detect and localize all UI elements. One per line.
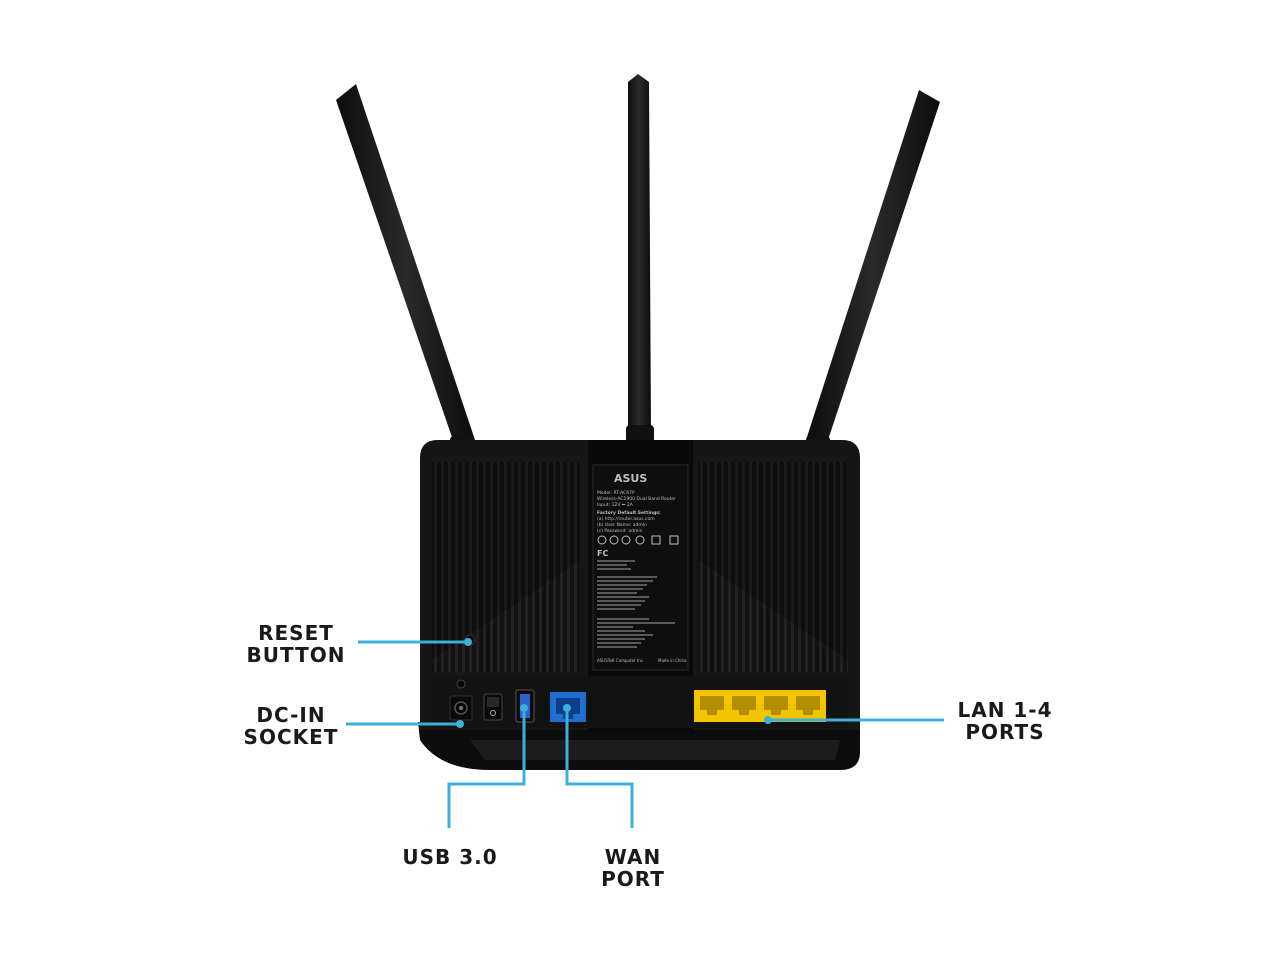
label-dc-in-socket: DC-IN SOCKET [238,704,344,748]
sticker-defaults-title: Factory Default Settings: [597,510,661,516]
sticker-defaults-line: (c) Password: admin [597,528,643,534]
sticker-defaults-line: (b) User Name: admin [597,522,647,528]
label-usb: USB 3.0 [392,846,508,868]
label-usb-line1: USB 3.0 [402,845,498,869]
label-dc-in-line1: DC-IN [256,703,326,727]
sticker-brand: ASUS [614,472,647,485]
sticker-model-line: Input: 12V ⎓ 2A [597,502,634,508]
power-switch[interactable] [483,693,503,721]
label-reset-line2: BUTTON [246,643,346,667]
label-lan-ports: LAN 1-4 PORTS [950,699,1060,743]
sticker-model-line: Wireless-AC1900 Dual Band Router [597,496,676,502]
callout-dot-wan [563,704,571,712]
lan-port-2[interactable] [732,696,756,715]
label-lan-line1: LAN 1-4 [957,698,1053,722]
lan-ports [694,690,826,722]
lan-port-4[interactable] [796,696,820,715]
callout-lines [346,640,944,828]
callout-dot-usb [520,704,528,712]
antenna-left [336,84,475,464]
callout-dot-dc-in [456,720,464,728]
callout-usb [447,708,526,828]
label-reset-button: RESET BUTTON [242,622,350,666]
label-wan-line2: PORT [601,867,665,891]
antenna-center [626,74,654,463]
sticker-footer-left: ASUSTeK Computer Inc. [597,658,644,663]
svg-text:FC: FC [597,549,608,558]
label-wan-line1: WAN [604,845,662,869]
dc-in-socket [449,679,473,721]
label-lan-line2: PORTS [965,720,1045,744]
lan-port-3[interactable] [764,696,788,715]
sticker: ASUS Model: RT-AC67P Wireless-AC1900 Dua… [597,472,687,663]
callout-dot-lan [764,716,772,724]
label-wan-port: WAN PORT [588,846,678,890]
label-dc-in-line2: SOCKET [243,725,339,749]
callout-wan [565,708,634,828]
callout-dots [456,638,772,728]
callout-dot-reset [464,638,472,646]
label-reset-line1: RESET [258,621,334,645]
lan-port-1[interactable] [700,696,724,715]
sticker-footer-right: Made in China [658,658,687,663]
sticker-model-line: Model: RT-AC67P [597,490,635,496]
antenna-right [806,90,940,464]
sticker-defaults-line: (a) http://router.asus.com [597,516,655,522]
